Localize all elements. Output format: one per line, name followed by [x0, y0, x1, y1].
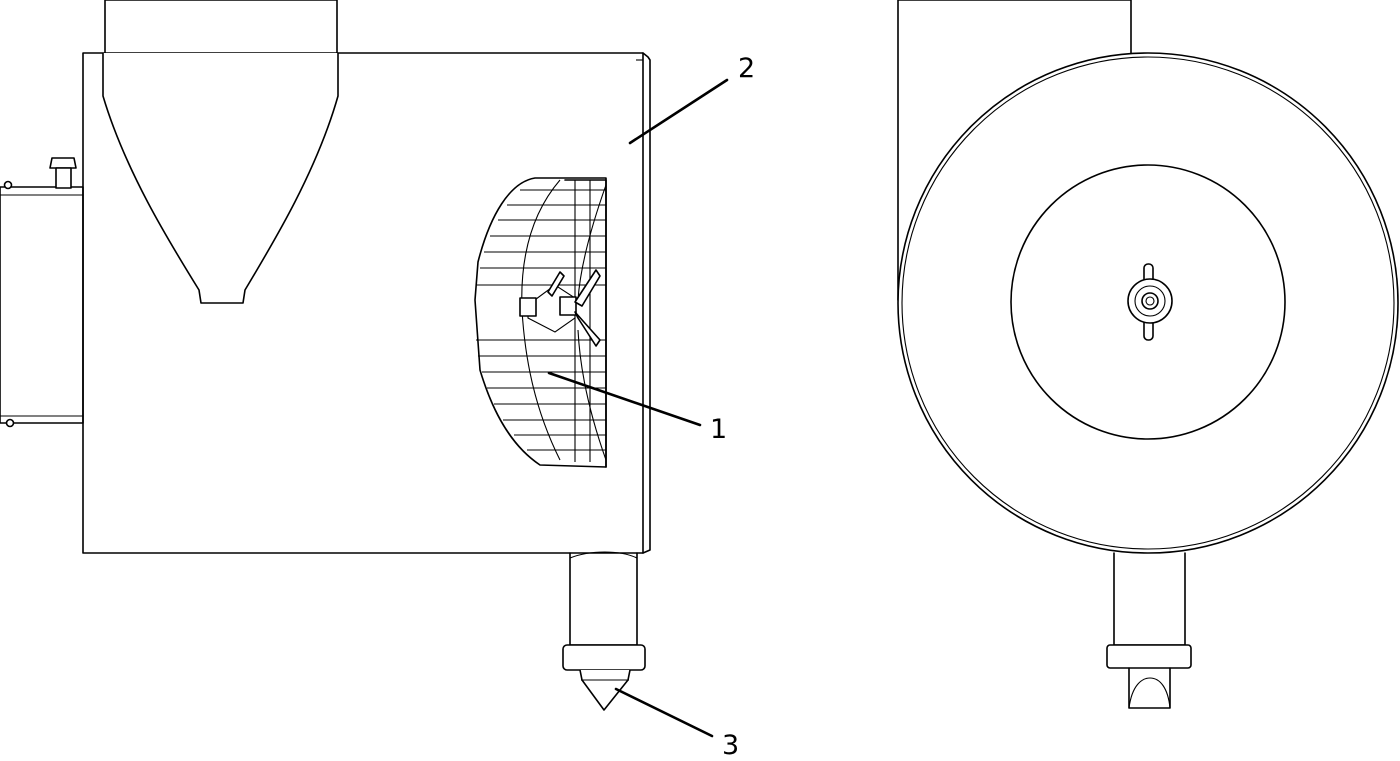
center-cover	[1010, 164, 1286, 440]
rotor-cutaway	[474, 177, 607, 468]
feed-hopper	[102, 0, 339, 304]
callout-2: 2	[738, 53, 755, 84]
front-view	[897, 0, 1399, 709]
rotor-blades	[476, 179, 607, 468]
front-hopper	[897, 0, 1132, 301]
rotor-hub	[519, 269, 601, 347]
fitting-nipple	[49, 157, 77, 189]
side-view: 1 2 3	[0, 0, 755, 761]
main-body	[82, 52, 644, 554]
callout-3: 3	[722, 730, 739, 761]
leader-line-2	[628, 78, 729, 145]
motor-housing	[0, 180, 84, 428]
center-hub-nut	[1127, 263, 1173, 341]
leader-line-3	[614, 687, 714, 738]
callout-1: 1	[710, 414, 727, 445]
side-plate	[636, 52, 651, 554]
discharge-spout	[562, 551, 646, 711]
leader-line-1	[547, 371, 702, 427]
front-discharge-spout	[1106, 552, 1192, 709]
